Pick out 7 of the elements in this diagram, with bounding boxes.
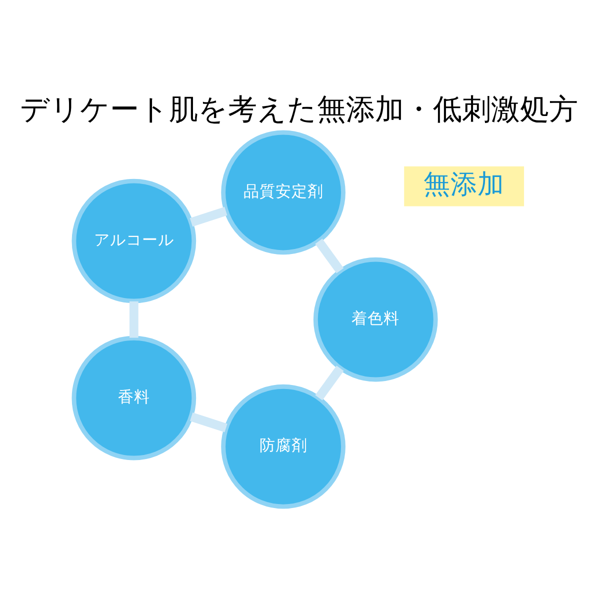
label: 無添加 <box>424 169 505 200</box>
diagram-title: デリケート肌を考えた無添加・低刺激処方 <box>20 92 578 126</box>
node-circle: 品質安定剤 <box>221 130 346 255</box>
node-circle: 防腐剤 <box>221 384 346 509</box>
node-circle: 香料 <box>72 336 196 460</box>
node-circle: 着色料 <box>313 257 438 382</box>
node-circle: アルコール <box>72 178 196 304</box>
